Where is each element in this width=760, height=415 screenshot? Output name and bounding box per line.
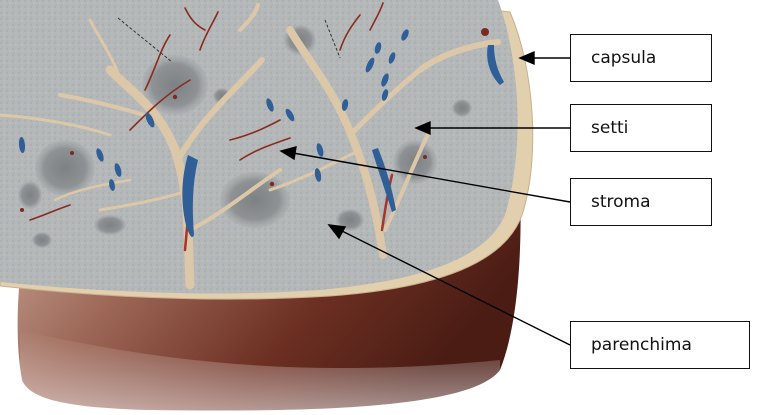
label-setti: setti — [570, 104, 712, 152]
label-parenchima: parenchima — [570, 321, 750, 369]
arrow-icon — [520, 52, 570, 64]
label-capsula: capsula — [570, 34, 712, 82]
label-stroma: stroma — [570, 178, 712, 226]
